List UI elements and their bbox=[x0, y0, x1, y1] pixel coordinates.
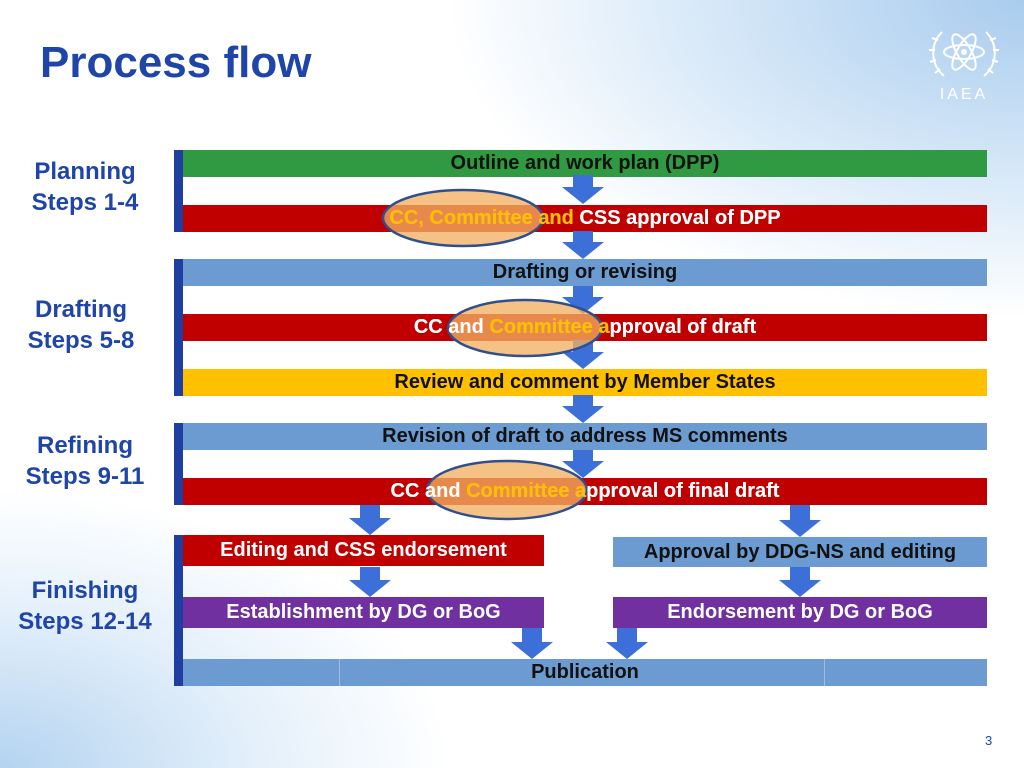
step-publication: Publication bbox=[183, 659, 987, 686]
down-arrow-icon bbox=[349, 505, 391, 535]
step-text: CC and bbox=[413, 316, 484, 338]
step-text: Drafting or revising bbox=[492, 261, 678, 283]
step-text: Revision of draft to address MS comments bbox=[382, 425, 788, 447]
step-text: CSS approval of DPP bbox=[573, 207, 781, 229]
step-text: Approval by DDG-NS and editing bbox=[643, 541, 957, 563]
step-drafting-revising: Drafting or revising bbox=[183, 259, 987, 286]
phase-name: Finishing bbox=[31, 577, 139, 604]
step-outline-work-plan: Outline and work plan (DPP) bbox=[183, 150, 987, 177]
step-editing-css-endorsement: Editing and CSS endorsement bbox=[183, 535, 544, 566]
down-arrow-icon bbox=[779, 505, 821, 537]
phase-bar-drafting bbox=[174, 259, 183, 396]
step-overlay-text-final-draft: CC and Committee approval of final draft bbox=[183, 478, 987, 505]
down-arrow-icon bbox=[349, 567, 391, 597]
down-arrow-icon bbox=[562, 340, 604, 369]
down-arrow-icon bbox=[562, 286, 604, 314]
step-text: Editing and CSS endorsement bbox=[220, 539, 507, 561]
step-revision-ms-comments: Revision of draft to address MS comments bbox=[183, 423, 987, 450]
phase-name: Planning bbox=[34, 158, 136, 185]
highlight-ellipse bbox=[425, 459, 589, 521]
step-text: pproval of final draft bbox=[586, 480, 780, 502]
step-text: Endorsement by DG or BoG bbox=[667, 601, 933, 623]
publication-segment bbox=[825, 659, 987, 686]
slide-title: Process flow bbox=[40, 38, 312, 87]
step-text: Establishment by DG or BoG bbox=[226, 601, 501, 623]
step-text: pproval of final draft bbox=[586, 480, 780, 502]
down-arrow-icon bbox=[562, 175, 604, 204]
step-ddg-ns-approval: Approval by DDG-NS and editing bbox=[613, 537, 987, 567]
phase-label-finishing: Finishing Steps 12-14 bbox=[0, 575, 170, 637]
phase-bar-planning bbox=[174, 150, 183, 232]
step-overlay-text-draft: CC and Committee approval of draft bbox=[183, 314, 987, 341]
step-text: pproval of draft bbox=[609, 316, 757, 338]
down-arrow-icon bbox=[606, 628, 648, 659]
step-member-states-review: Review and comment by Member States bbox=[183, 369, 987, 396]
down-arrow-icon bbox=[562, 231, 604, 259]
phase-label-drafting: Drafting Steps 5-8 bbox=[0, 294, 166, 356]
phase-label-refining: Refining Steps 9-11 bbox=[0, 430, 170, 492]
phase-bar-finishing bbox=[174, 535, 183, 686]
highlight-ellipse bbox=[446, 298, 604, 358]
step-text-highlighted: Committee a bbox=[460, 480, 587, 502]
phase-steps: Steps 12-14 bbox=[18, 608, 152, 635]
step-endorsement-dg-bog: Endorsement by DG or BoG bbox=[613, 597, 987, 628]
step-text: CSS approval of DPP bbox=[573, 207, 781, 229]
phase-steps: Steps 5-8 bbox=[27, 327, 135, 354]
publication-segment bbox=[183, 659, 340, 686]
down-arrow-icon bbox=[511, 628, 553, 659]
step-text-highlighted: CC, Committee and bbox=[389, 207, 574, 229]
down-arrow-icon bbox=[562, 395, 604, 423]
phase-name: Refining bbox=[37, 432, 133, 459]
step-text-highlighted: Committee a bbox=[483, 316, 610, 338]
step-overlay-text-dpp: CC, Committee and CSS approval of DPP bbox=[183, 205, 987, 232]
phase-name: Drafting bbox=[35, 296, 127, 323]
logo-text: IAEA bbox=[939, 86, 989, 103]
step-text: CC and bbox=[390, 480, 461, 502]
step-text: Publication bbox=[531, 661, 639, 683]
step-establishment-dg-bog: Establishment by DG or BoG bbox=[183, 597, 544, 628]
step-text: Outline and work plan (DPP) bbox=[450, 152, 720, 174]
page-number: 3 bbox=[985, 733, 993, 748]
highlight-ellipse bbox=[381, 188, 545, 248]
phase-bar-refining bbox=[174, 423, 183, 505]
publication-segment bbox=[340, 659, 825, 686]
phase-label-planning: Planning Steps 1-4 bbox=[0, 156, 170, 218]
phase-steps: Steps 9-11 bbox=[25, 463, 145, 490]
down-arrow-icon bbox=[779, 567, 821, 597]
phase-steps: Steps 1-4 bbox=[31, 189, 139, 216]
down-arrow-icon bbox=[562, 450, 604, 478]
step-text: Review and comment by Member States bbox=[394, 371, 776, 393]
iaea-atom-laurel-icon bbox=[929, 31, 999, 77]
step-text: pproval of draft bbox=[609, 316, 757, 338]
